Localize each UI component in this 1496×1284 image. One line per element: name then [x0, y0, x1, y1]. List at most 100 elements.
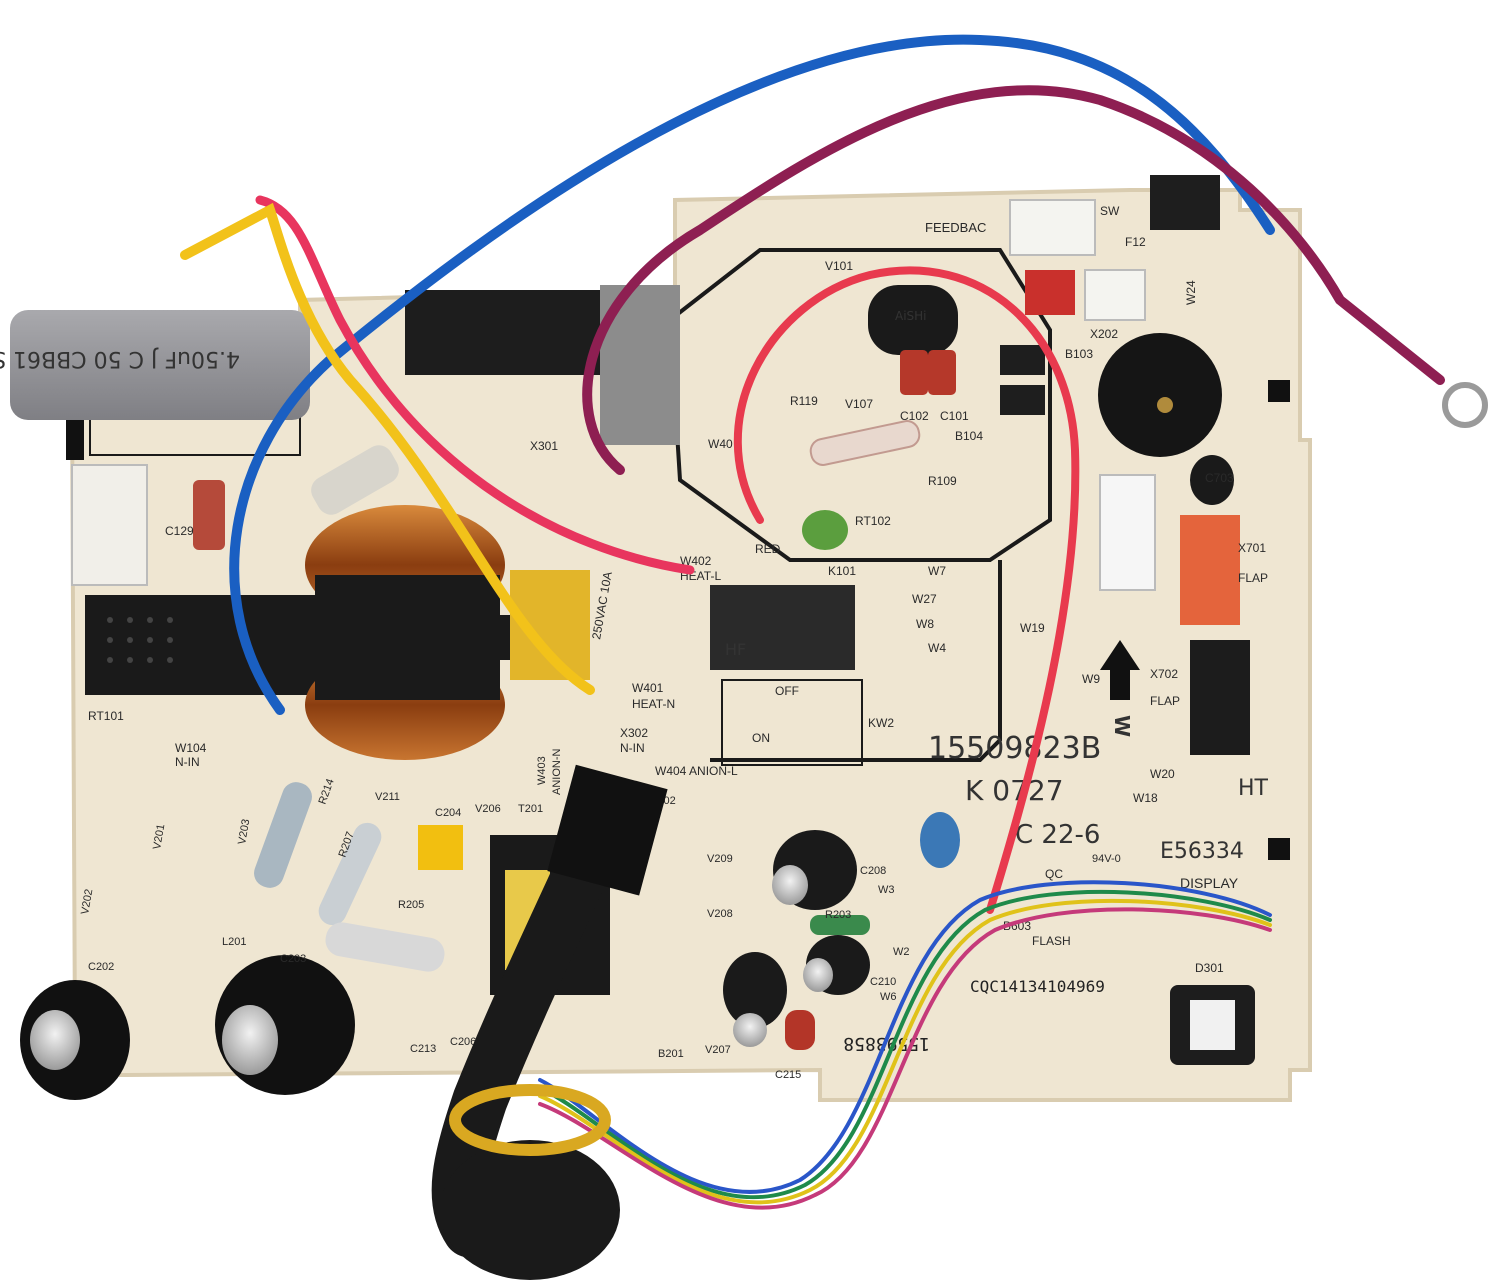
label-v101: V101 [825, 259, 853, 273]
label-x202: X202 [1090, 327, 1118, 341]
thermistor-rt102 [802, 510, 848, 550]
label-arrow-w: W [1110, 715, 1134, 737]
common-mode-choke [305, 505, 530, 760]
label-v209: V209 [707, 853, 733, 865]
label-x301: X301 [530, 439, 558, 453]
x-capacitor-grey [10, 310, 310, 420]
label-v107: V107 [845, 397, 873, 411]
ic-d301-center [1190, 1000, 1235, 1050]
label-qc: QC [1045, 867, 1063, 881]
capacitor-blue [920, 812, 960, 868]
label-w19: W19 [1020, 621, 1045, 635]
connector-x702-black [1190, 640, 1250, 755]
ring-terminal [1442, 382, 1488, 428]
label-part-no: 15509823B [928, 731, 1101, 766]
buzzer [1098, 333, 1222, 457]
label-w20: W20 [1150, 767, 1175, 781]
label-off: OFF [775, 684, 799, 698]
capacitor-c210 [803, 935, 870, 995]
label-c101: C101 [940, 409, 969, 423]
label-w18: W18 [1133, 791, 1158, 805]
connector-x7-white [1099, 474, 1156, 591]
label-w4: W4 [928, 641, 946, 655]
label-r119: R119 [790, 394, 818, 408]
label-k101: K101 [828, 564, 856, 578]
label-c208: C208 [860, 865, 886, 877]
connector-feedback [1009, 199, 1096, 256]
relay-brand-text: HF [725, 640, 746, 659]
wire-bundle-3 [538, 898, 1272, 1205]
label-c703: C703 [1205, 471, 1234, 485]
label-flap-2: FLAP [1150, 694, 1180, 708]
label-kw2: KW2 [868, 716, 894, 730]
relay-black-left [85, 595, 315, 695]
relay-dot-grid [107, 617, 173, 663]
wire-bundle-2 [538, 889, 1272, 1200]
label-w8: W8 [916, 617, 934, 631]
capacitor-yellow-small [418, 825, 463, 870]
label-x702: X702 [1150, 667, 1178, 681]
resistor-r203 [810, 915, 870, 935]
label-x701: X701 [1238, 541, 1266, 555]
label-c215: C215 [775, 1069, 801, 1081]
label-heat-n: HEAT-N [632, 697, 675, 711]
label-r109: R109 [928, 474, 957, 488]
ic-b104 [1000, 385, 1045, 415]
svg-text:AiSHi: AiSHi [895, 309, 927, 323]
ic-b103 [1000, 345, 1045, 375]
wire-blue [229, 34, 1275, 715]
label-w3: W3 [878, 884, 895, 896]
silkscreen-labels: FEEDBAC SW F12 X202 B103 V101 W24 R119 V… [79, 204, 1268, 1081]
resistor-c129 [193, 480, 225, 550]
capacitor-c703 [1190, 455, 1234, 505]
capacitor-c202 [20, 980, 130, 1100]
label-w404: W404 ANION-L [655, 764, 738, 778]
wire-red-left [255, 195, 695, 575]
connector-x701-orange [1180, 515, 1240, 625]
label-date-code: C 22-6 [1015, 820, 1100, 850]
label-on: ON [752, 731, 770, 745]
wire-bundle-1 [538, 880, 1272, 1194]
arrow-mark-icon [1100, 640, 1140, 700]
label-w401: W401 [632, 681, 664, 695]
label-v203: V203 [236, 818, 252, 845]
wire-bundle-4 [538, 907, 1272, 1210]
label-anion-n: ANION-N [551, 749, 563, 796]
label-w27: W27 [912, 592, 937, 606]
label-w402: W402 [680, 554, 712, 568]
wires [180, 34, 1445, 1210]
capacitor-c203 [215, 955, 355, 1095]
capacitor-c102 [900, 350, 928, 395]
label-v201: V201 [151, 823, 167, 850]
label-w403: W403 [536, 756, 548, 785]
label-w7: W7 [928, 564, 946, 578]
label-r205: R205 [398, 899, 424, 911]
capacitor-aishi: AiSHi [868, 285, 958, 355]
wire-red-top [733, 266, 1080, 914]
label-n-in: N-IN [620, 741, 645, 755]
label-c202: C202 [88, 961, 114, 973]
label-v207: V207 [705, 1044, 731, 1056]
label-rt102: RT102 [855, 514, 891, 528]
connector-x202 [1084, 269, 1146, 321]
label-c203: C203 [280, 953, 306, 965]
label-serial: CQC14134104969 [970, 977, 1105, 996]
label-c129: C129 [165, 524, 194, 538]
label-e-code: E56334 [1160, 839, 1244, 864]
label-n-in-2: N-IN [175, 755, 200, 769]
label-rt101: RT101 [88, 709, 124, 723]
label-b201: B201 [658, 1048, 684, 1060]
fiducial [1268, 838, 1290, 860]
label-flap-1: FLAP [1238, 571, 1268, 585]
label-w400: W40 [708, 437, 733, 451]
label-ht: HT [1238, 776, 1269, 801]
label-r203: R203 [825, 909, 851, 921]
silk-outline-relay-zone [710, 560, 1002, 762]
label-w2: W2 [893, 946, 910, 958]
relay-k101 [710, 585, 855, 670]
label-display: DISPLAY [1180, 875, 1239, 891]
switch-sw [1150, 175, 1220, 230]
label-w24: W24 [1184, 280, 1198, 305]
resistor-r109 [809, 420, 921, 466]
